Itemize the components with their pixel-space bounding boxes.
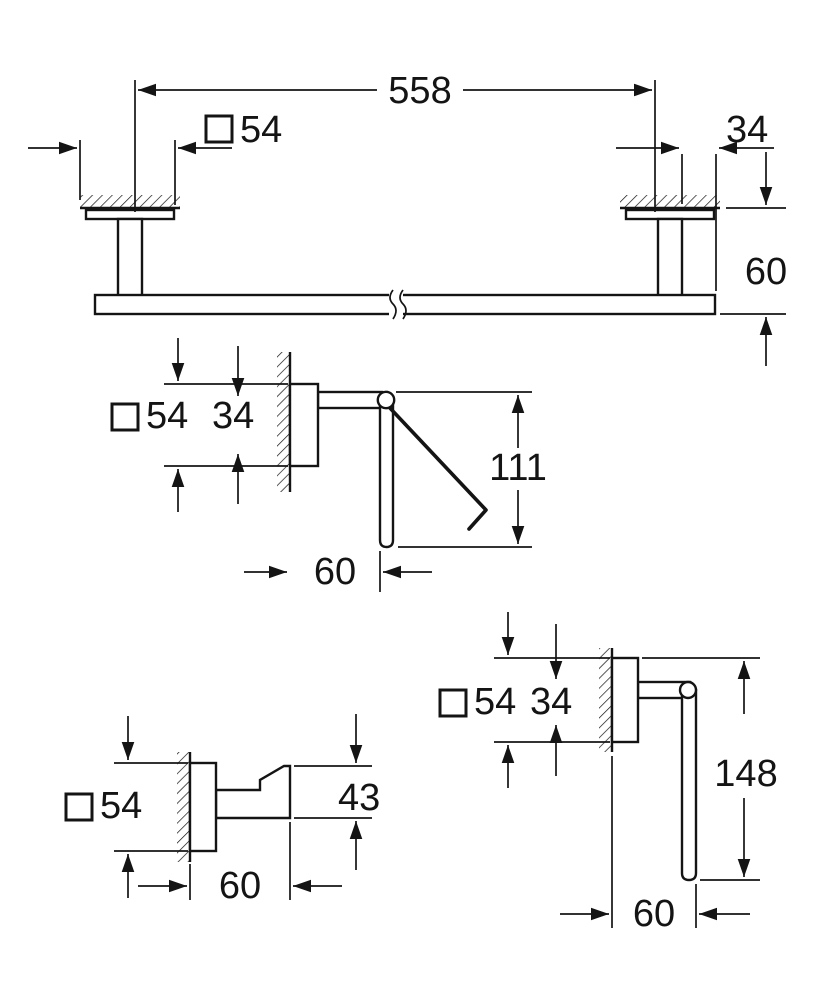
dim-558: 558 — [134, 70, 656, 212]
dim-148-label: 148 — [714, 753, 777, 795]
rail-bar — [93, 293, 717, 316]
dim-43: 43 — [294, 714, 380, 870]
post-right — [656, 217, 684, 298]
wall-hatch-right — [620, 195, 720, 208]
dim-558-label: 558 — [388, 70, 451, 112]
post-left — [116, 217, 144, 298]
break-line — [389, 289, 397, 320]
dim-34-label: 34 — [530, 681, 572, 723]
dim-54-label: 54 — [100, 785, 142, 827]
hook-body — [214, 764, 292, 820]
square-symbol — [204, 114, 234, 144]
rosette — [288, 382, 320, 468]
pivot — [376, 390, 396, 410]
dim-60-label: 60 — [745, 251, 787, 293]
view-towel-holder: 54 34 148 60 — [438, 612, 778, 935]
dim-60-label: 60 — [314, 551, 356, 593]
holder-arm — [316, 390, 384, 410]
dim-54-left: 54 — [28, 109, 282, 205]
view-towel-rail: 558 54 34 60 — [28, 70, 787, 366]
dim-60: 60 — [138, 822, 342, 907]
view-paper-holder: 54 34 111 60 — [110, 338, 547, 593]
view-hook: 54 43 60 — [64, 714, 380, 907]
dim-34-right: 34 — [616, 109, 774, 291]
dim-54: 54 — [110, 338, 288, 512]
dim-54-label: 54 — [146, 395, 188, 437]
holder-bar — [680, 688, 698, 882]
rosette — [610, 656, 640, 744]
dim-43-label: 43 — [338, 777, 380, 819]
dim-148: 148 — [642, 657, 778, 881]
break-line — [399, 289, 407, 320]
dim-54: 54 — [438, 612, 610, 788]
holder-bar — [378, 398, 395, 549]
square-symbol — [438, 688, 468, 718]
dim-34: 34 — [212, 346, 254, 504]
wall-hatch — [277, 352, 290, 492]
dim-111: 111 — [396, 391, 547, 548]
square-symbol — [110, 402, 140, 432]
pivot — [678, 680, 698, 700]
dim-60: 60 — [560, 756, 750, 935]
dim-34: 34 — [530, 624, 572, 776]
wall-hatch-left — [80, 195, 180, 208]
dim-60: 60 — [244, 551, 432, 593]
rosette-left — [84, 208, 176, 221]
dim-60-label: 60 — [219, 865, 261, 907]
wall-hatch — [599, 648, 612, 752]
dim-60-right: 60 — [720, 152, 787, 366]
dim-54: 54 — [64, 716, 188, 898]
dim-60-label: 60 — [633, 893, 675, 935]
dim-54-label: 54 — [474, 681, 516, 723]
roll-wire — [387, 405, 488, 531]
dim-34-label: 34 — [212, 395, 254, 437]
rosette — [188, 761, 218, 853]
dim-34-label: 34 — [726, 109, 768, 151]
wall-hatch — [177, 752, 190, 862]
square-symbol — [64, 792, 94, 822]
rosette-right — [624, 208, 716, 221]
dim-54-label: 54 — [240, 109, 282, 151]
dim-111-label: 111 — [489, 447, 547, 489]
